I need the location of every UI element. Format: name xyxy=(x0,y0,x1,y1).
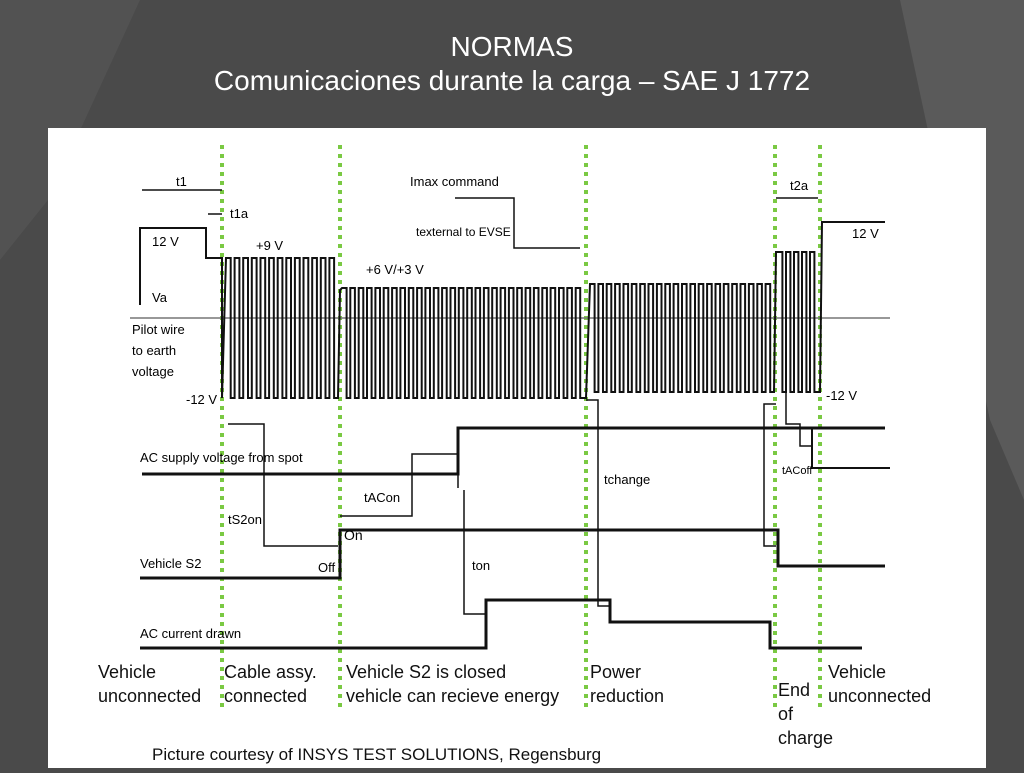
ac-supply-label: AC supply voltage from spot xyxy=(140,450,303,465)
imax-arrow xyxy=(455,197,580,249)
timing-diagram: t1 t1a t2a Imax command texternal to EVS… xyxy=(98,145,931,764)
phase-caption-6-line2: unconnected xyxy=(828,686,931,706)
picture-credit: Picture courtesy of INSYS TEST SOLUTIONS… xyxy=(152,745,601,764)
phase-caption-1-line2: unconnected xyxy=(98,686,201,706)
phase-caption-5-line2: of xyxy=(778,704,794,724)
phase-caption-4-line1: Power xyxy=(590,662,641,682)
va-label: Va xyxy=(152,290,168,305)
phase-caption-4-line2: reduction xyxy=(590,686,664,706)
t1-label: t1 xyxy=(176,174,187,189)
t1a-label: t1a xyxy=(230,206,249,221)
phase-caption-5-line1: End xyxy=(778,680,810,700)
t-s2on-label: tS2on xyxy=(228,512,262,527)
timing-diagram-panel: t1 t1a t2a Imax command texternal to EVS… xyxy=(48,128,986,768)
ac-current-label: AC current drawn xyxy=(140,626,241,641)
timing-arrows xyxy=(142,189,818,615)
tacoff-arrow xyxy=(785,352,812,447)
ts2on-arrow xyxy=(228,423,338,547)
s2-on-label: On xyxy=(344,527,363,543)
v9-label: +9 V xyxy=(256,238,283,253)
phase-caption-3-line1: Vehicle S2 is closed xyxy=(346,662,506,682)
t-acoff-label: tACoff xyxy=(782,465,813,477)
ac-supply-trace-off xyxy=(811,428,890,469)
pilot-label-line1: Pilot wire xyxy=(132,322,185,337)
t-change-label: tchange xyxy=(604,472,650,487)
phase-caption-1-line1: Vehicle xyxy=(98,662,156,682)
s2-off-label: Off xyxy=(318,560,335,575)
pilot-label-line3: voltage xyxy=(132,364,174,379)
tchange-arrow xyxy=(586,399,610,607)
tacon-arrow xyxy=(340,453,459,517)
phase-caption-5-line3: charge xyxy=(778,728,833,748)
v12-right-label: 12 V xyxy=(852,226,879,241)
vehicle-s2-label: Vehicle S2 xyxy=(140,556,201,571)
pilot-waveform xyxy=(139,221,885,399)
imax-command-label: Imax command xyxy=(410,174,499,189)
phase-captions: Vehicle unconnected Cable assy. connecte… xyxy=(98,662,931,748)
pilot-label-line2: to earth xyxy=(132,343,176,358)
ac-supply-trace-high xyxy=(142,426,885,476)
ton-arrow xyxy=(463,490,486,615)
signal-traces xyxy=(140,426,890,650)
phase-caption-6-line1: Vehicle xyxy=(828,662,886,682)
vm12-right-label: -12 V xyxy=(826,388,857,403)
end-charge-arrow xyxy=(763,403,776,547)
slide-title-line1: NORMAS xyxy=(450,31,574,62)
t2a-label: t2a xyxy=(790,178,809,193)
t-on-label: ton xyxy=(472,558,490,573)
phase-caption-2-line1: Cable assy. xyxy=(224,662,317,682)
t-external-label: texternal to EVSE xyxy=(416,225,511,239)
slide-title-line2: Comunicaciones durante la carga – SAE J … xyxy=(213,65,811,96)
phase-caption-3-line2: vehicle can recieve energy xyxy=(346,686,559,706)
slide-title: NORMAS Comunicaciones durante la carga –… xyxy=(0,30,1024,98)
vm12-left-label: -12 V xyxy=(186,392,217,407)
t-acon-label: tACon xyxy=(364,490,400,505)
v12-left-label: 12 V xyxy=(152,234,179,249)
phase-caption-2-line2: connected xyxy=(224,686,307,706)
v6-3-label: +6 V/+3 V xyxy=(366,262,424,277)
vehicle-s2-trace xyxy=(140,528,885,580)
pilot-trace xyxy=(139,221,885,399)
ac-current-trace xyxy=(140,598,862,650)
